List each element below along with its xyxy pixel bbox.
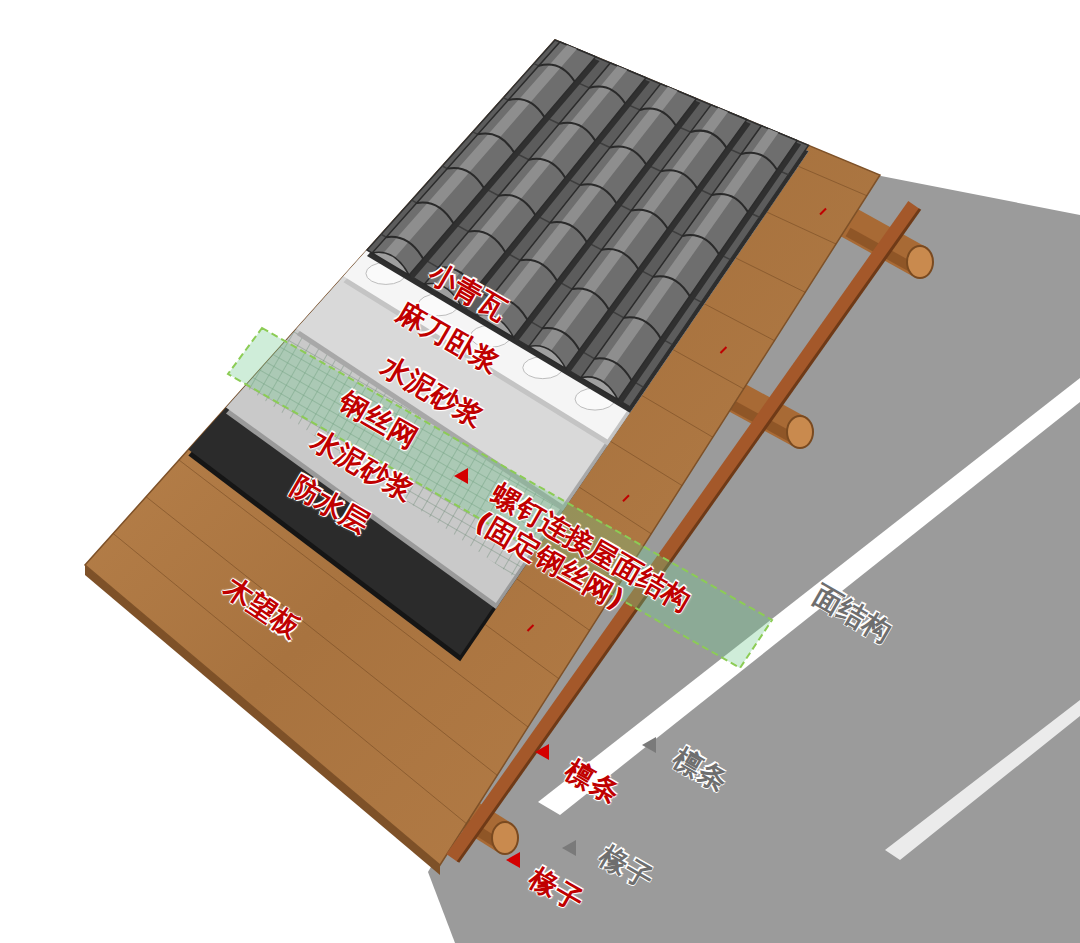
pointer-triangle	[454, 468, 468, 484]
pointer-triangle	[562, 840, 576, 856]
cover-tile-joint	[550, 222, 587, 242]
cover-tile-joint	[690, 131, 726, 148]
nail-mark	[720, 347, 726, 353]
mortar-layer	[297, 40, 809, 505]
cover-tile-joint	[508, 99, 544, 117]
cover-tile-joint	[417, 202, 454, 223]
cover-tile-joint	[712, 194, 748, 212]
nail-mark	[820, 209, 826, 215]
log-end	[907, 246, 933, 278]
shadow-label: 檩条	[668, 742, 733, 798]
cover-tile-joint	[602, 249, 639, 269]
cover-tile-joint	[589, 86, 625, 103]
cover-tile	[581, 126, 797, 400]
cover-tile-highlight	[588, 129, 778, 388]
cover-tile-joint	[572, 289, 609, 310]
nail-mark	[623, 495, 629, 501]
shadow-label: 椽子	[594, 840, 659, 896]
cover-tile-joint	[447, 168, 484, 188]
cover-tile-joint	[661, 170, 697, 188]
cover-tile-joint	[468, 231, 505, 252]
pointer-triangle	[506, 852, 520, 868]
lime-mortar-layer	[344, 40, 809, 440]
cover-tile-joint	[631, 210, 667, 229]
cover-tile-joint	[542, 328, 579, 350]
cover-tile-end	[372, 252, 409, 275]
cover-tile-joint	[559, 123, 595, 141]
pointer-triangle	[535, 744, 549, 760]
highlight-band	[228, 328, 772, 668]
part-label: 檩条	[560, 754, 625, 810]
cover-tile-joint	[682, 235, 718, 254]
cover-tile-end	[529, 346, 566, 369]
shadow-light-strip	[885, 700, 1080, 860]
nail-mark	[527, 625, 533, 631]
part-label: 椽子	[524, 862, 589, 918]
cover-tile-joint	[478, 133, 514, 152]
cover-tile-joint	[595, 358, 632, 380]
cover-tile-end	[581, 377, 618, 400]
cover-tile-joint	[640, 109, 676, 126]
layer-label: 木望板	[218, 571, 306, 645]
wood-board	[85, 40, 880, 865]
cover-tile-joint	[624, 317, 661, 338]
cover-tile-joint	[653, 276, 690, 296]
note-label: 螺钉连接屋面结构 (固定钢丝网)	[470, 478, 711, 654]
cover-tile-joint	[499, 195, 536, 215]
pointer-triangle	[642, 737, 656, 753]
pan-tiles	[367, 40, 809, 407]
cover-tile-joint	[529, 159, 565, 178]
shadow-label: 面结构	[808, 579, 897, 649]
cover-tile-joint	[741, 153, 777, 170]
cover-tile-joint	[580, 184, 616, 203]
log-end	[492, 822, 518, 854]
cover-tile-joint	[520, 260, 557, 281]
cover-tile-joint	[539, 64, 575, 81]
log-end	[787, 416, 813, 448]
cover-tile-joint	[610, 146, 646, 164]
